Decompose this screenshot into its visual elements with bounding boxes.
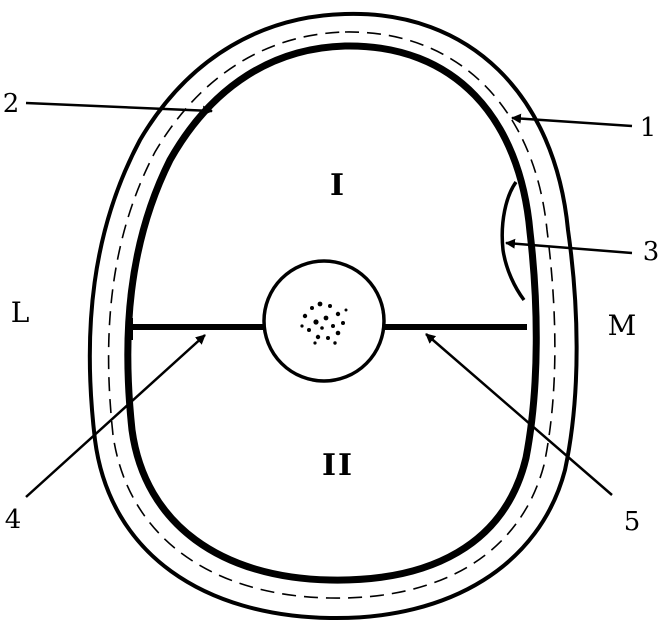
side-label-right: M [608,309,637,342]
region-label-lower: II [322,448,354,483]
callout-2: 2 [3,89,20,119]
side-label-left: L [11,296,30,329]
region-label-upper: I [330,168,346,203]
pointer-1-line [511,113,633,128]
pointer-2-line [25,101,213,116]
central-circle [262,259,386,383]
fold-structure [500,180,526,302]
outer-wall-outline [87,11,579,621]
pointer-4-line [25,334,206,498]
callout-1: 1 [640,113,657,143]
central-core-speckle [300,301,348,345]
pointer-5-line [425,333,613,496]
callout-3: 3 [643,237,660,267]
callout-5: 5 [624,507,641,537]
callout-4: 4 [5,505,22,535]
pointer-3-line [505,238,633,255]
inner-wall-outline [124,42,540,584]
wall-dashed-layer [107,31,556,599]
